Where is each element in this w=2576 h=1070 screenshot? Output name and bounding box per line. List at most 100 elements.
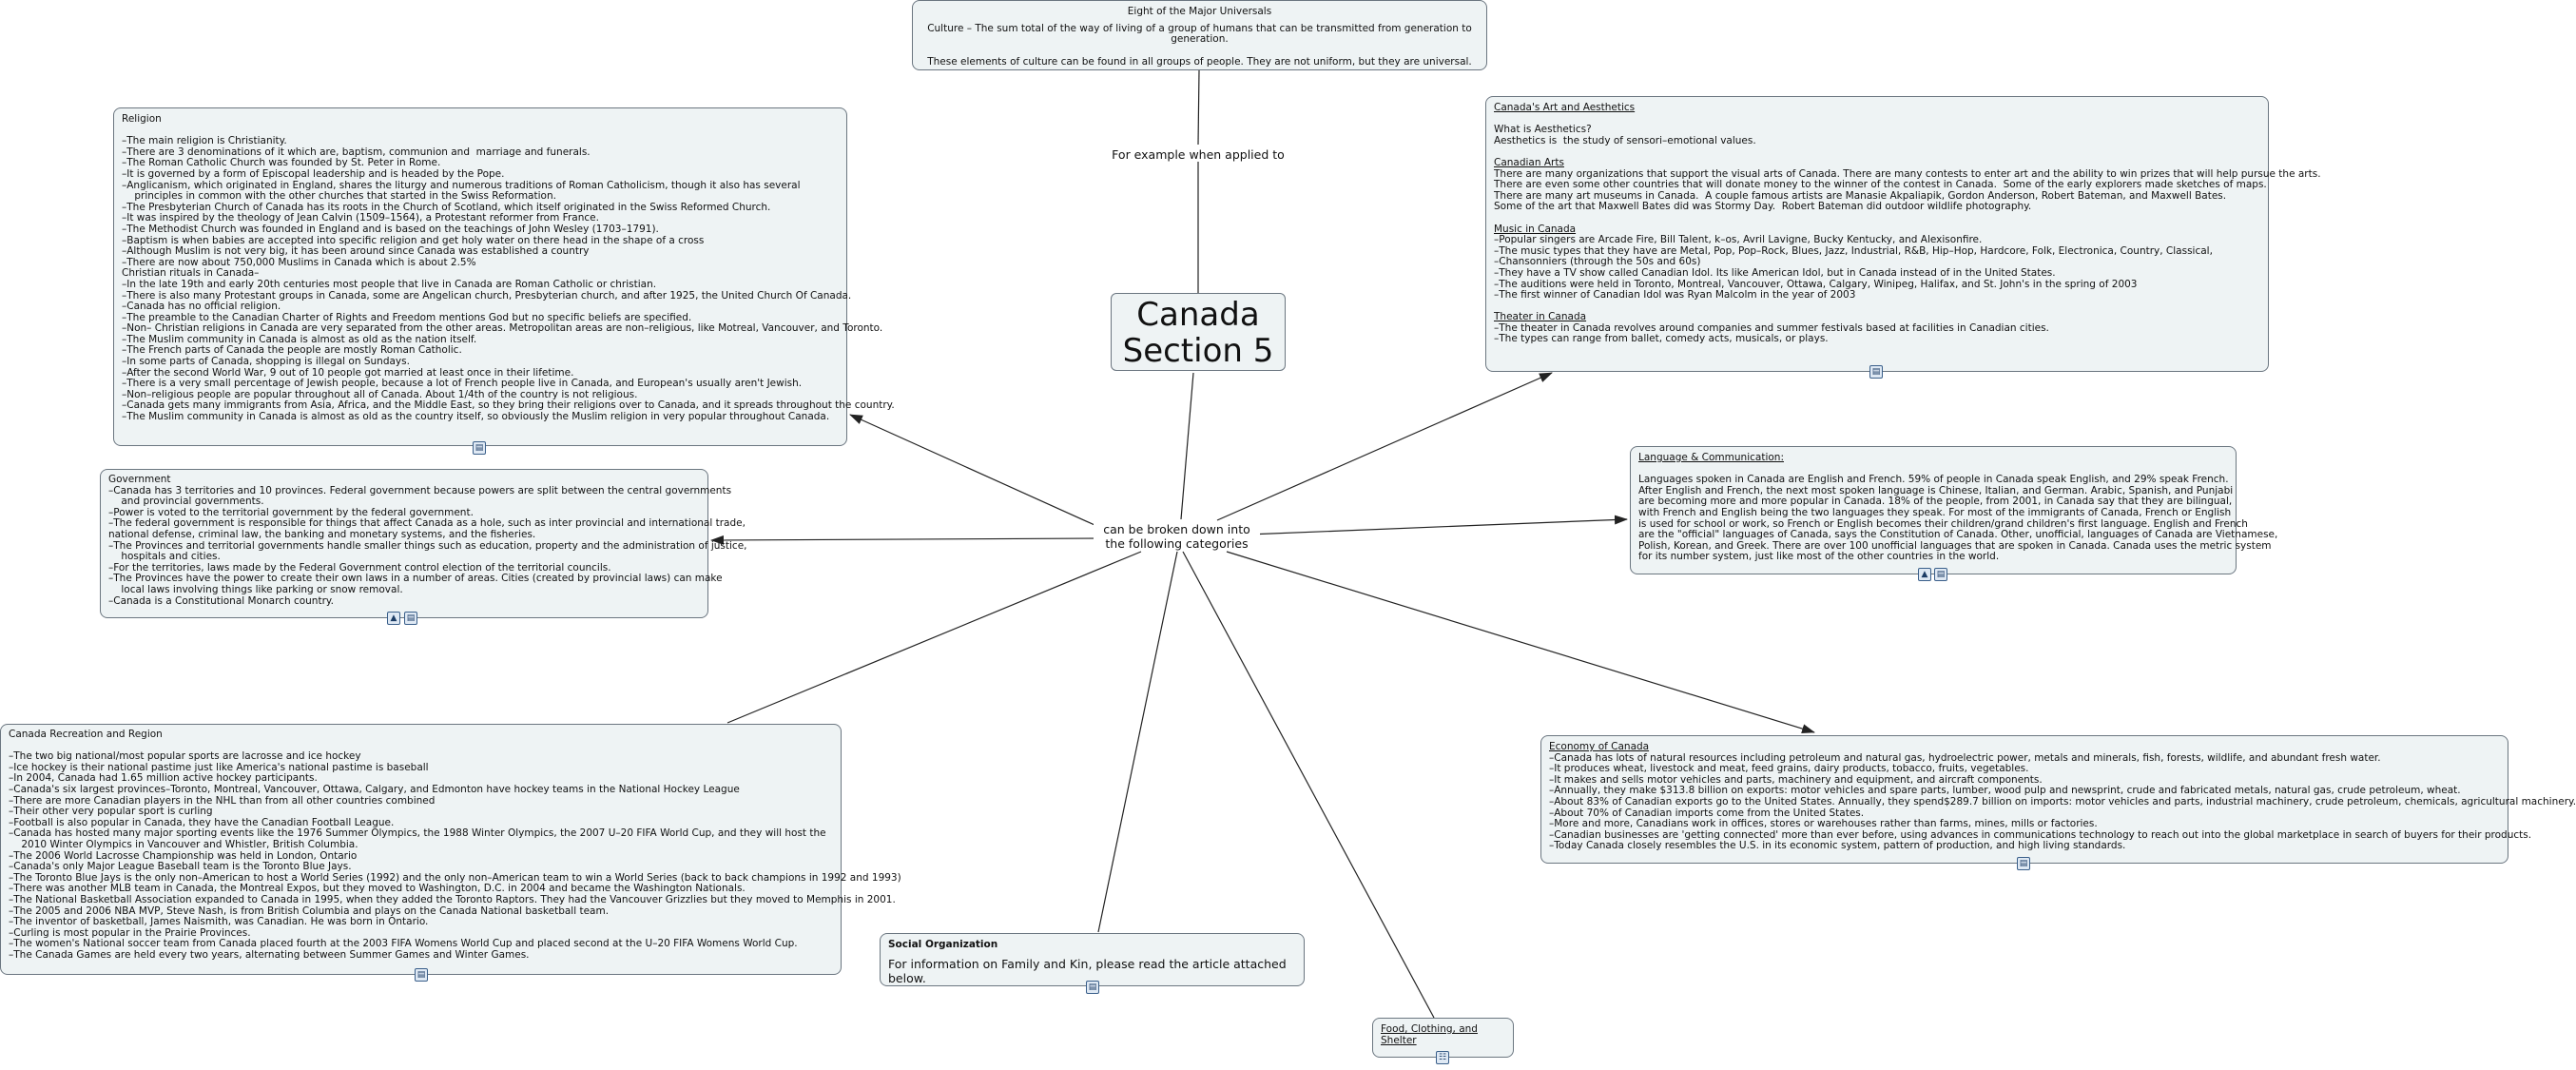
language-communication-node[interactable]: Language & Communication: Languages spok…	[1630, 446, 2278, 574]
economy-line: –It produces wheat, livestock and meat, …	[1549, 763, 2029, 775]
art-aesthetics-node[interactable]: Canada's Art and Aesthetics What is Aest…	[1485, 96, 2321, 372]
government-title: Government	[108, 474, 171, 485]
recreation-line: –Canada's only Major League Baseball tea…	[9, 861, 352, 873]
arts-lines: There are many organizations that suppor…	[1494, 167, 2321, 213]
government-line: –The federal government is responsible f…	[108, 517, 746, 530]
government-line: –For the territories, laws made by the F…	[108, 561, 611, 574]
language-line: Languages spoken in Canada are English a…	[1638, 474, 2229, 486]
art-intro-line: Aesthetics is the study of sensori–emoti…	[1494, 134, 1756, 146]
universals-title: Eight of the Major Universals	[1127, 6, 1272, 17]
religion-line: –Non– Christian religions in Canada are …	[122, 322, 883, 335]
universals-line-2: These elements of culture can be found i…	[927, 55, 1472, 68]
economy-line: –Canadian businesses are 'getting connec…	[1549, 828, 2532, 841]
arts-line: There are many organizations that suppor…	[1494, 167, 2321, 180]
recreation-line: –The Canada Games are held every two yea…	[9, 948, 530, 961]
attachment-icon[interactable]: ▤	[1934, 568, 1947, 581]
religion-line: –Anglicanism, which originated in Englan…	[122, 179, 801, 191]
art-title: Canada's Art and Aesthetics	[1494, 102, 1636, 113]
religion-line: –Although Muslim is not very big, it has…	[122, 245, 590, 258]
government-line: –Power is voted to the territorial gover…	[108, 506, 474, 518]
religion-line: –In some parts of Canada, shopping is il…	[122, 356, 410, 368]
music-line: –Popular singers are Arcade Fire, Bill T…	[1494, 234, 1983, 246]
attachment-icon[interactable]: ▤	[1869, 365, 1883, 379]
attachment-icon[interactable]: ▤	[404, 612, 417, 625]
religion-node[interactable]: Religion –The main religion is Christian…	[113, 107, 895, 446]
religion-line: –The French parts of Canada the people a…	[122, 344, 462, 357]
government-lines: –Canada has 3 territories and 10 provinc…	[108, 485, 747, 608]
art-intro-line: What is Aesthetics?	[1494, 124, 1592, 136]
attachment-icon[interactable]: ▤	[2017, 857, 2030, 870]
line-center-to-categories	[1180, 372, 1194, 520]
government-line: and provincial governments.	[108, 496, 264, 508]
arts-line: Some of the art that Maxwell Bates did w…	[1494, 201, 2032, 213]
music-line: –The auditions were held in Toronto, Mon…	[1494, 278, 2138, 290]
religion-line: –Non–religious people are popular throug…	[122, 388, 638, 400]
recreation-line: –There are more Canadian players in the …	[9, 794, 436, 807]
economy-line: –Annually, they make $313.8 billion on e…	[1549, 785, 2461, 797]
for-example-label: For example when applied to	[1111, 147, 1286, 162]
government-node[interactable]: Government –Canada has 3 territories and…	[100, 469, 747, 618]
religion-line: Christian rituals in Canada–	[122, 267, 260, 280]
categories-label: can be broken down into the following ca…	[1094, 522, 1260, 551]
attachment-icon[interactable]: ▤	[415, 968, 428, 982]
recreation-node[interactable]: Canada Recreation and Region –The two bi…	[0, 724, 901, 975]
recreation-line: –The two big national/most popular sport…	[9, 750, 361, 763]
recreation-line: –Canada has hosted many major sporting e…	[9, 827, 826, 840]
attachment-icon[interactable]: ▤	[473, 441, 486, 455]
government-line: local laws involving things like parking…	[108, 583, 403, 595]
government-line: –The Provinces and territorial governmen…	[108, 539, 747, 552]
music-line: –The first winner of Canadian Idol was R…	[1494, 289, 1856, 302]
recreation-line: –The 2006 World Lacrosse Championship wa…	[9, 849, 358, 862]
central-topic[interactable]: Canada Section 5	[1111, 293, 1286, 371]
recreation-line: –Curling is most popular in the Prairie …	[9, 926, 251, 939]
economy-title: Economy of Canada	[1549, 741, 1650, 752]
arts-line: There are many art museums in Canada. A …	[1494, 189, 2227, 202]
religion-line: –There is a very small percentage of Jew…	[122, 378, 803, 390]
line-to-social	[1097, 551, 1178, 933]
language-line: are the "official" languages of Canada, …	[1638, 529, 2278, 541]
recreation-line: –The women's National soccer team from C…	[9, 938, 798, 950]
music-line: –Chansonniers (through the 50s and 60s)	[1494, 256, 1701, 268]
religion-line: –After the second World War, 9 out of 10…	[122, 366, 574, 379]
religion-line: –The Roman Catholic Church was founded b…	[122, 157, 441, 169]
food-title: Food, Clothing, and Shelter	[1381, 1023, 1478, 1046]
recreation-line: –Their other very popular sport is curli…	[9, 806, 213, 818]
line-to-economy	[1226, 551, 1815, 733]
recreation-line: –The Toronto Blue Jays is the only non–A…	[9, 871, 901, 884]
line-to-religion	[849, 414, 1104, 530]
art-intro: What is Aesthetics?Aesthetics is the stu…	[1494, 125, 2260, 146]
economy-node[interactable]: Economy of Canada –Canada has lots of na…	[1540, 735, 2576, 864]
recreation-title: Canada Recreation and Region	[9, 729, 163, 740]
religion-line: –The main religion is Christianity.	[122, 135, 287, 147]
categories-label-line-1: can be broken down into	[1103, 522, 1250, 536]
religion-line: –Baptism is when babies are accepted int…	[122, 234, 705, 246]
religion-line: –Canada has no official religion.	[122, 301, 281, 313]
sitemap-icon[interactable]: ☷	[1436, 1051, 1449, 1064]
recreation-line: –There was another MLB team in Canada, t…	[9, 883, 746, 895]
language-title: Language & Communication:	[1638, 452, 1784, 463]
economy-line: –Canada has lots of natural resources in…	[1549, 751, 2381, 764]
connector-lines	[710, 69, 1815, 1019]
universals-line-1: Culture – The sum total of the way of li…	[927, 22, 1472, 46]
religion-line: –There is also many Protestant groups in…	[122, 289, 852, 302]
religion-line: –In the late 19th and early 20th centuri…	[122, 278, 657, 290]
religion-line: –There are 3 denominations of it which a…	[122, 146, 591, 158]
religion-line: –There are now about 750,000 Muslims in …	[122, 256, 476, 268]
economy-line: –More and more, Canadians work in office…	[1549, 818, 2098, 830]
image-icon[interactable]: ▲	[387, 612, 400, 625]
food-clothing-shelter-node[interactable]: Food, Clothing, and Shelter	[1372, 1018, 1514, 1058]
religion-line: –Canada gets many immigrants from Asia, …	[122, 399, 895, 412]
religion-line: –It was inspired by the theology of Jean…	[122, 212, 599, 224]
religion-line: –The preamble to the Canadian Charter of…	[122, 311, 692, 323]
universals-node[interactable]: Eight of the Major Universals Culture – …	[912, 0, 1487, 70]
line-to-recreation	[726, 551, 1142, 724]
image-icon[interactable]: ▲	[1918, 568, 1931, 581]
attachment-icon[interactable]: ▤	[1086, 981, 1099, 994]
economy-lines: –Canada has lots of natural resources in…	[1549, 751, 2576, 852]
central-topic-line-2: Section 5	[1122, 332, 1274, 370]
government-line: national defense, criminal law, the bank…	[108, 528, 536, 540]
line-to-food	[1182, 551, 1435, 1019]
social-organization-node[interactable]: Social Organization For information on F…	[880, 933, 1305, 986]
social-text: For information on Family and Kin, pleas…	[888, 956, 1287, 985]
recreation-line: –The National Basketball Association exp…	[9, 893, 896, 905]
